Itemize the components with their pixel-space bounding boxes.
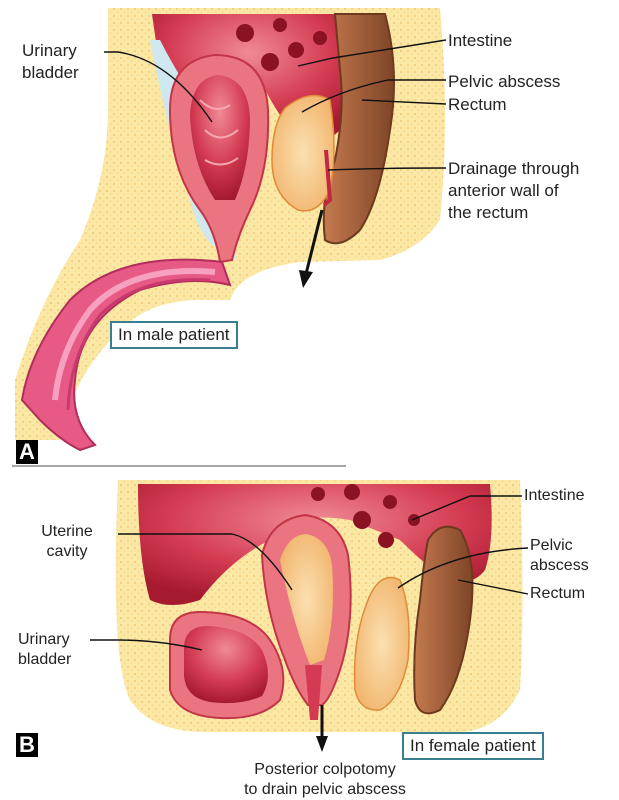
panel-a-anatomy: [15, 8, 446, 450]
label-urinary-bladder-a: Urinary bladder: [22, 40, 79, 84]
label-pelvic-abscess-a: Pelvic abscess: [448, 71, 560, 93]
panel-b-anatomy: [90, 480, 528, 752]
male-patient-box: In male patient: [110, 321, 238, 349]
label-urinary-bladder-b: Urinary bladder: [18, 630, 71, 670]
female-patient-box: In female patient: [402, 732, 544, 760]
label-pelvic-abscess-b: Pelvic abscess: [530, 536, 589, 576]
panel-b-tag: B: [16, 733, 38, 757]
label-drainage-a: Drainage through anterior wall of the re…: [448, 158, 579, 224]
panel-a-tag: A: [16, 440, 38, 464]
label-posterior-colpotomy: Posterior colpotomy to drain pelvic absc…: [200, 760, 450, 800]
label-uterine-cavity: Uterine cavity: [22, 522, 112, 562]
label-rectum-a: Rectum: [448, 94, 507, 116]
label-rectum-b: Rectum: [530, 584, 585, 604]
label-intestine-a: Intestine: [448, 30, 512, 52]
label-intestine-b: Intestine: [524, 486, 584, 506]
